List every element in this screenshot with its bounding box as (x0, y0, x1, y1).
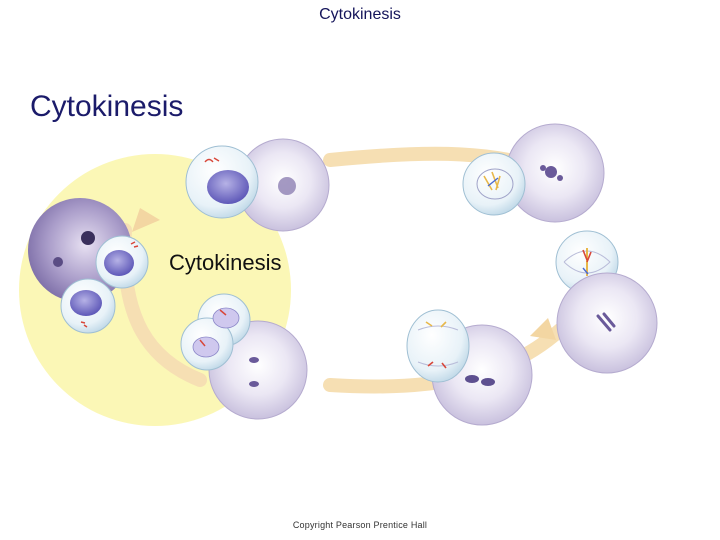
anaphase-micrograph (557, 273, 657, 373)
copyright-text: Copyright Pearson Prentice Hall (0, 520, 720, 530)
telophase-cell (407, 310, 469, 382)
cytokinesis-label: Cytokinesis (169, 250, 281, 276)
metaphase-cell (463, 153, 525, 215)
prophase-cell (186, 146, 258, 218)
interphase-cell-upper (96, 236, 148, 288)
interphase-cell-lower (61, 279, 115, 333)
